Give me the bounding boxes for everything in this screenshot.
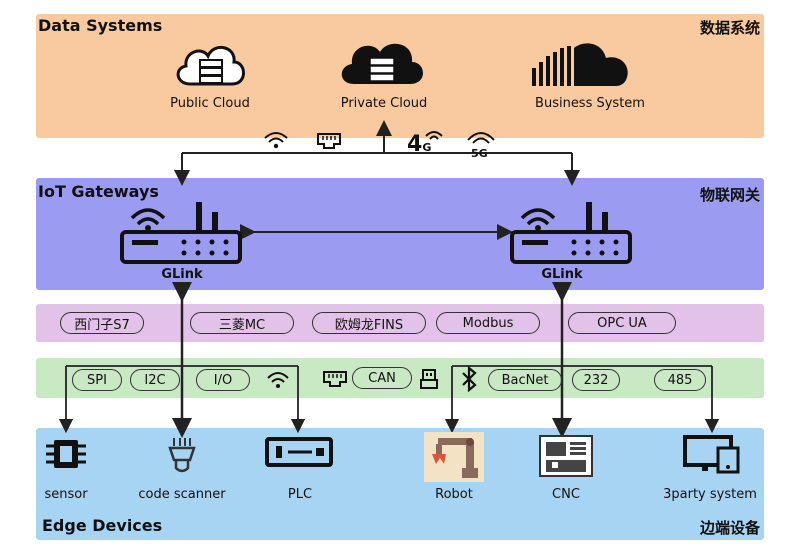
gateway-2-label: GLink — [541, 267, 583, 282]
protocol-bacnet: BacNet — [488, 369, 562, 391]
protocol-siemens-s7: 西门子S7 — [60, 312, 144, 334]
signal-arcs-icon — [425, 131, 443, 140]
network-4g-number: 4 — [407, 132, 423, 157]
sound-cloud-icon — [532, 43, 628, 86]
gateway-1-label: GLink — [161, 267, 203, 282]
private-cloud-label: Private Cloud — [340, 96, 428, 111]
protocol-can: CAN — [352, 367, 412, 389]
protocol-io: I/O — [196, 369, 250, 391]
plc-icon — [265, 437, 333, 467]
protocol-mitsubishi-mc: 三菱MC — [190, 312, 294, 334]
protocol-rs485: 485 — [654, 369, 706, 391]
network-4g-suffix: G — [422, 141, 432, 154]
protocol-omron-fins: 欧姆龙FINS — [312, 312, 426, 334]
protocol-rs232: 232 — [572, 369, 620, 391]
bluetooth-icon — [462, 366, 477, 392]
iot-gateways-title-cn: 物联网关 — [699, 186, 760, 204]
network-4g-icon: 4G — [407, 132, 431, 157]
robot-arm-icon — [424, 432, 484, 482]
cloud-filled-icon — [341, 43, 423, 84]
chip-icon — [46, 440, 86, 468]
scanner-icon — [168, 438, 196, 473]
network-5g-signal-icon — [467, 132, 495, 144]
cnc-machine-icon — [539, 435, 593, 477]
ethernet-port-icon — [323, 371, 347, 387]
sensor-label: sensor — [44, 487, 88, 502]
public-cloud-label: Public Cloud — [170, 96, 250, 111]
cloud-outline-icon — [176, 46, 245, 86]
protocol-spi: SPI — [72, 369, 122, 391]
usb-port-icon — [420, 369, 438, 389]
third-party-system-label: 3party system — [663, 487, 757, 502]
monitor-icon — [683, 435, 740, 474]
robot-label: Robot — [435, 487, 473, 502]
plc-label: PLC — [287, 487, 313, 502]
network-5g-label: 5G — [471, 147, 488, 160]
data-systems-title-cn: 数据系统 — [699, 19, 760, 37]
edge-devices-title-cn: 边端设备 — [699, 519, 760, 537]
protocol-i2c: I2C — [130, 369, 180, 391]
protocol-modbus: Modbus — [436, 312, 540, 334]
ethernet-port-icon — [317, 133, 341, 149]
protocol-opc-ua: OPC UA — [568, 312, 676, 334]
edge-devices-layer — [36, 428, 764, 540]
wifi-icon — [267, 372, 289, 388]
data-systems-title: Data Systems — [38, 16, 163, 35]
industrial-protocols-row — [36, 304, 764, 342]
edge-devices-title: Edge Devices — [42, 516, 163, 535]
business-system-label: Business System — [535, 96, 645, 111]
iot-gateways-title: IoT Gateways — [38, 182, 159, 201]
wifi-icon — [264, 132, 288, 149]
code-scanner-label: code scanner — [138, 487, 226, 502]
router-icon — [510, 202, 632, 264]
router-icon — [120, 202, 242, 264]
cnc-label: CNC — [552, 487, 580, 502]
